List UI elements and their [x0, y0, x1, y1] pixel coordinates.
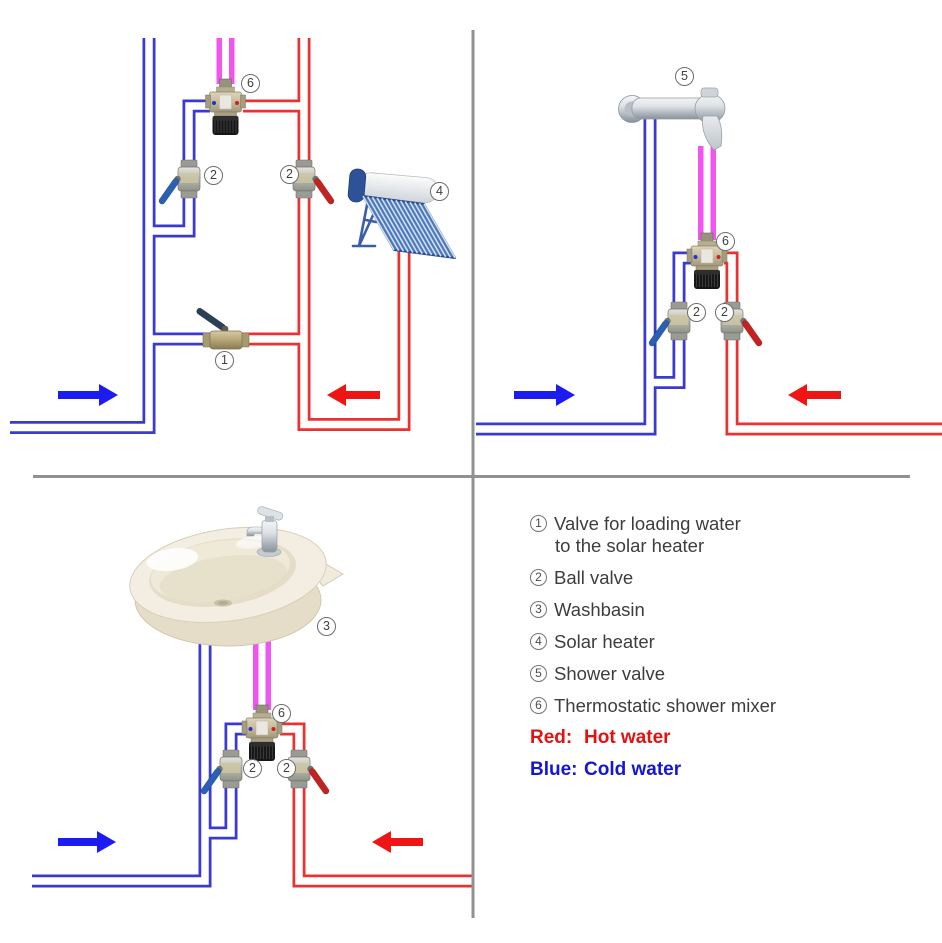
legend-key-cold-label: Blue:	[530, 759, 578, 780]
legend-item-solar-heater: 4 Solar heater	[530, 632, 920, 652]
marker-mixer-bl: 6	[272, 704, 291, 723]
legend-key-cold: Blue: Cold water	[530, 760, 920, 780]
cold-flow-arrow	[58, 384, 575, 853]
marker-shower-valve: 5	[675, 67, 694, 86]
legend-label: Valve for loading water	[554, 513, 741, 534]
marker-cold-valve-tl: 2	[204, 166, 223, 185]
legend-num-6: 6	[530, 697, 547, 714]
legend-item-shower-valve: 5 Shower valve	[530, 664, 920, 684]
marker-mixer-tr: 6	[716, 232, 735, 251]
legend-item-mixer: 6 Thermostatic shower mixer	[530, 696, 920, 716]
marker-washbasin: 3	[317, 617, 336, 636]
legend: 1 Valve for loading water to the solar h…	[530, 514, 920, 792]
legend-num-5: 5	[530, 665, 547, 682]
marker-loading-valve: 1	[215, 351, 234, 370]
legend-key-cold-value: Cold water	[584, 759, 682, 780]
quadrant-divider	[33, 30, 910, 918]
legend-label: Solar heater	[554, 631, 655, 652]
washbasin-image	[129, 506, 344, 647]
marker-hot-valve-tl: 2	[280, 165, 299, 184]
legend-key-hot-label: Red:	[530, 727, 573, 748]
legend-num-2: 2	[530, 569, 547, 586]
legend-label: Thermostatic shower mixer	[554, 695, 777, 716]
legend-item-washbasin: 3 Washbasin	[530, 600, 920, 620]
shower-valve-image	[618, 87, 726, 151]
marker-solar-heater: 4	[430, 182, 449, 201]
marker-hot-valve-bl: 2	[277, 759, 296, 778]
marker-cold-valve-tr: 2	[687, 303, 706, 322]
marker-cold-valve-bl: 2	[243, 759, 262, 778]
legend-label: Washbasin	[554, 599, 645, 620]
hot-flow-arrow	[327, 384, 841, 853]
legend-key-hot-value: Hot water	[584, 727, 671, 748]
legend-key-hot: Red: Hot water	[530, 728, 920, 748]
legend-num-3: 3	[530, 601, 547, 618]
legend-item-ball-valve: 2 Ball valve	[530, 568, 920, 588]
basin-faucet-image	[246, 506, 284, 557]
marker-mixer-tl: 6	[241, 74, 260, 93]
marker-hot-valve-tr: 2	[715, 303, 734, 322]
legend-label: Ball valve	[554, 567, 634, 588]
legend-label-line2: to the solar heater	[555, 535, 705, 556]
loading-valve-image	[194, 306, 250, 350]
legend-num-1: 1	[530, 515, 547, 532]
legend-num-4: 4	[530, 633, 547, 650]
legend-item-loading-valve: 1 Valve for loading water	[530, 514, 920, 534]
solar-heater-image	[347, 168, 456, 259]
legend-label: Shower valve	[554, 663, 666, 684]
